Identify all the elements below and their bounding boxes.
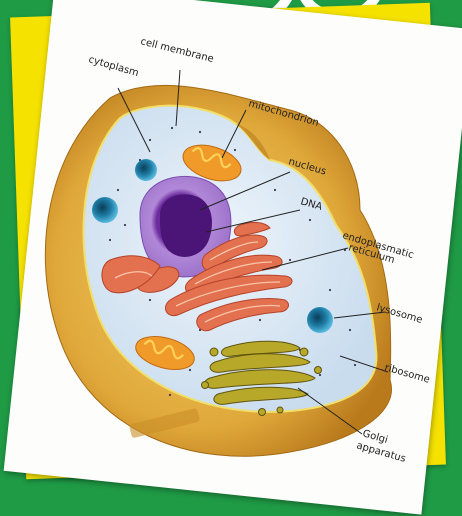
lysosome-left [92, 197, 118, 223]
lysosome-right [307, 307, 333, 333]
label-cell-membrane: cell membrane [139, 36, 215, 65]
label-cytoplasm: cytoplasm [87, 54, 140, 79]
lysosome-top [135, 159, 157, 181]
dna-nucleolus [160, 194, 212, 257]
